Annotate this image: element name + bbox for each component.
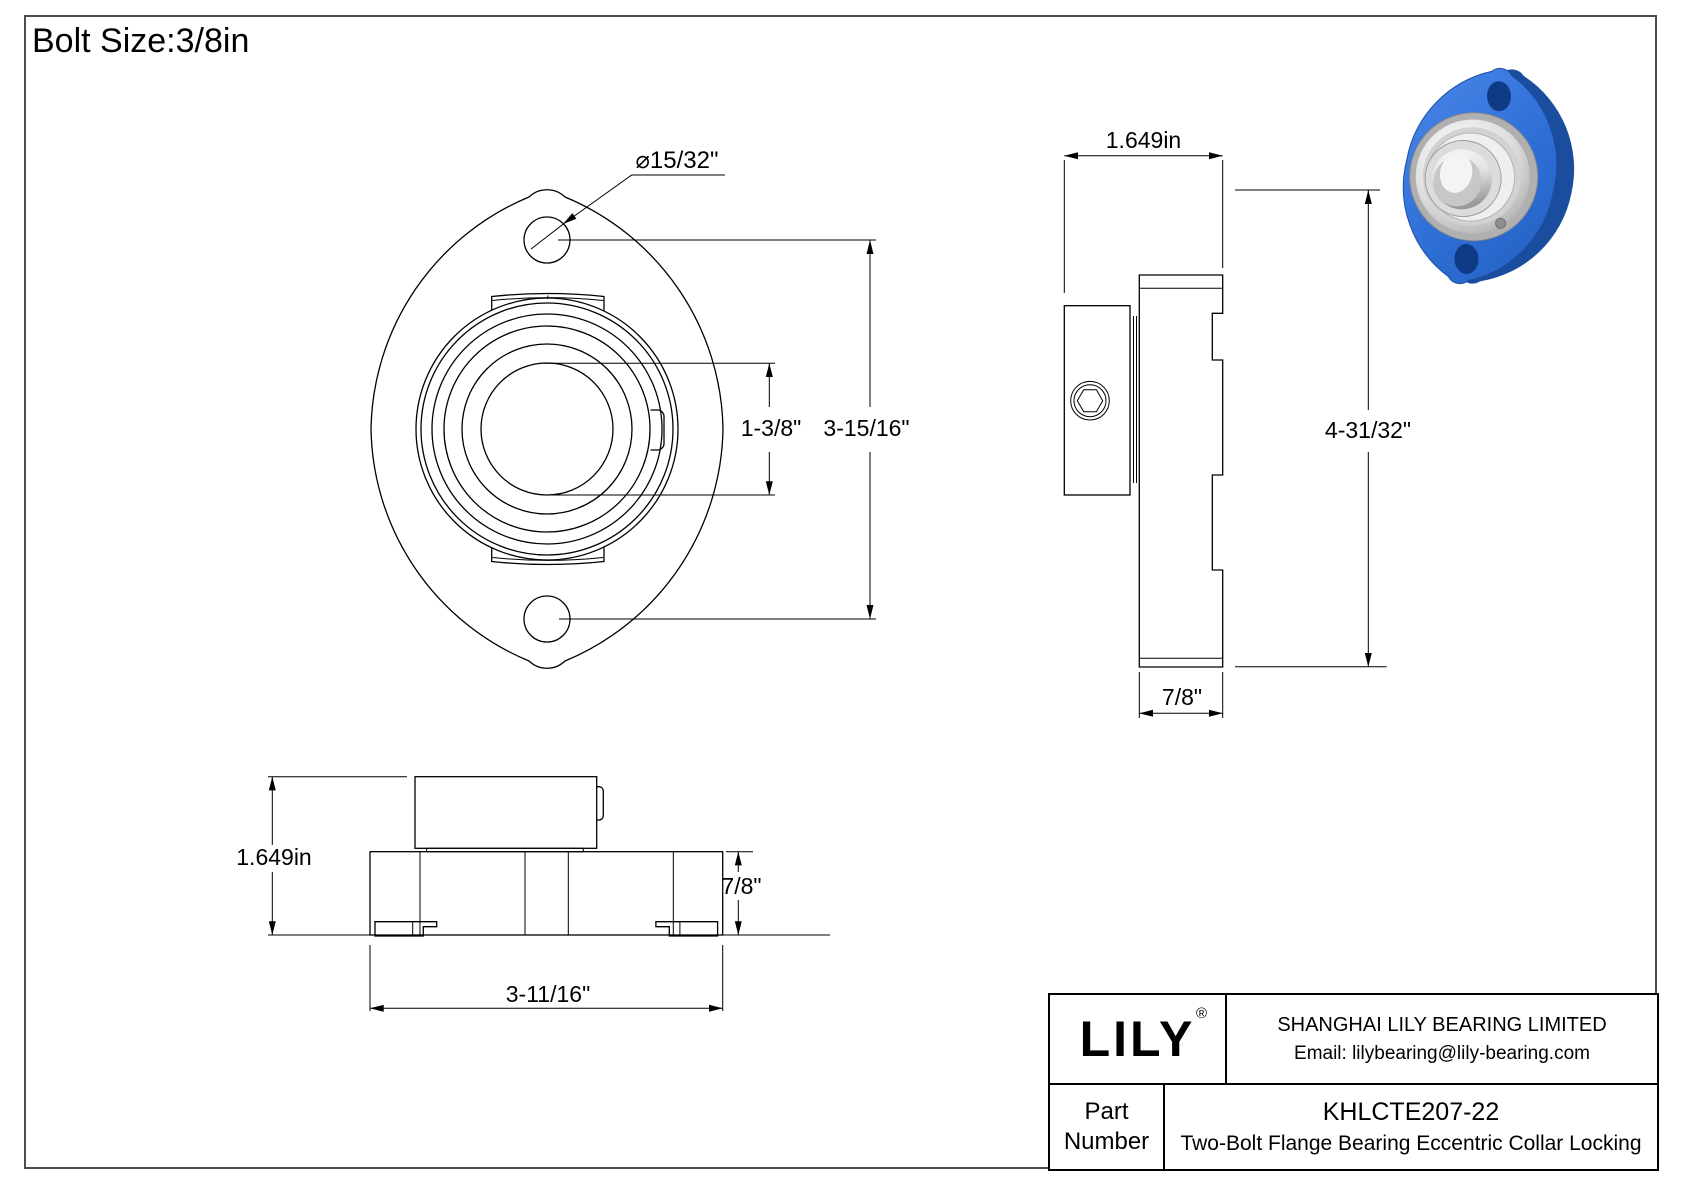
- render-set-screw: [1495, 217, 1507, 229]
- bottom-height-arrow-bottom: [268, 921, 276, 935]
- title-block: LILY ® SHANGHAI LILY BEARING LIMITED Ema…: [1048, 993, 1659, 1171]
- side-collar-block: [1063, 305, 1131, 496]
- part-number: KHLCTE207-22: [1322, 1098, 1500, 1127]
- flange-outline: [370, 189, 724, 669]
- company-email: Email: lilybearing@lily-bearing.com: [1294, 1042, 1590, 1064]
- bottom-foot-right: [655, 921, 719, 937]
- logo-cell: LILY ®: [1050, 995, 1227, 1083]
- bolt-spacing-label: 3-15/16": [823, 415, 909, 441]
- collar-tab-bottom: [491, 547, 605, 566]
- bolt-hole-dia-label: ⌀15/32": [635, 147, 718, 174]
- bottom-collar-tab: [596, 786, 604, 821]
- collar-tab-top: [491, 292, 605, 311]
- side-flange-label: 7/8": [1162, 684, 1202, 710]
- set-screw-outer: [1070, 380, 1110, 421]
- bottom-height-label: 1.649in: [236, 844, 311, 870]
- bore-dim-arrow-top: [765, 363, 773, 377]
- side-width-ext-lines: [1063, 160, 1224, 293]
- product-3d-render: [1402, 67, 1575, 285]
- company-name: SHANGHAI LILY BEARING LIMITED: [1277, 1013, 1607, 1036]
- side-width-arrow-left: [1064, 152, 1078, 160]
- side-flange-arrow-right: [1209, 709, 1223, 717]
- leader-arrowhead: [563, 213, 577, 224]
- bottom-length-arrow-left: [370, 1004, 384, 1012]
- render-bolt-hole-top: [1487, 81, 1512, 112]
- side-height-ext-lines: [1235, 189, 1387, 668]
- side-height-label: 4-31/32": [1325, 417, 1411, 443]
- bottom-flange-lobes: [419, 851, 674, 935]
- part-description: Two-Bolt Flange Bearing Eccentric Collar…: [1180, 1131, 1642, 1155]
- drawing-border: [24, 15, 1657, 1169]
- bottom-flange-base: [369, 851, 724, 936]
- bottom-height-arrow-top: [268, 776, 276, 791]
- side-width-label: 1.649in: [1106, 127, 1181, 153]
- bore-dia-label: 1-3/8": [741, 415, 802, 441]
- bottom-collar-block: [414, 776, 598, 849]
- collar-slot: [650, 409, 665, 451]
- side-body-outline: [1138, 274, 1224, 668]
- collar-tab-bottom-inner: [492, 557, 604, 561]
- side-height-arrow-bottom: [1364, 653, 1372, 667]
- side-flange-arrow-left: [1139, 709, 1153, 717]
- side-washer-lines: [1133, 316, 1137, 483]
- registered-trademark-icon: ®: [1195, 1005, 1207, 1022]
- part-number-label-cell: Part Number: [1050, 1085, 1165, 1169]
- bolt-size-label: Bolt Size:3/8in: [32, 22, 250, 60]
- part-label-line1: Part: [1084, 1098, 1129, 1125]
- bottom-thickness-arrow-bottom: [734, 921, 742, 935]
- company-logo: LILY: [1079, 1011, 1196, 1067]
- front-view: ⌀15/32" 1-3/8" 3-15/16": [370, 147, 910, 669]
- company-cell: SHANGHAI LILY BEARING LIMITED Email: lil…: [1227, 995, 1657, 1083]
- side-width-arrow-right: [1209, 152, 1223, 160]
- collar-circle: [443, 325, 651, 533]
- inner-ring-circle: [461, 343, 633, 515]
- part-number-value-cell: KHLCTE207-22 Two-Bolt Flange Bearing Ecc…: [1165, 1085, 1657, 1169]
- bottom-length-ext-lines: [369, 945, 724, 1011]
- spacing-dim-arrow-top: [866, 240, 874, 254]
- bottom-foot-left: [374, 921, 438, 937]
- bolt-hole-leader: [530, 174, 725, 250]
- bottom-view: 1.649in 3-11/16" 7/8": [236, 776, 830, 1012]
- render-bore-highlight: [1439, 153, 1473, 193]
- side-flange-ext-lines: [1138, 672, 1224, 718]
- bottom-thickness-arrow-top: [734, 851, 742, 866]
- bottom-length-label: 3-11/16": [506, 981, 590, 1007]
- bore-circle: [480, 362, 614, 496]
- bore-dim-ext-lines: [543, 362, 775, 496]
- part-label-line2: Number: [1063, 1128, 1150, 1155]
- bottom-thickness-label: 7/8": [721, 873, 761, 899]
- set-screw-inner: [1073, 384, 1107, 418]
- side-view: 1.649in 4-31/32" 7/8": [1063, 127, 1411, 718]
- bottom-length-arrow-right: [709, 1004, 723, 1012]
- insert-outer-circle: [420, 302, 674, 556]
- side-height-arrow-top: [1364, 190, 1372, 204]
- bore-dim-arrow-bottom: [765, 481, 773, 495]
- housing-bore-circle: [415, 297, 679, 561]
- spacing-dim-arrow-bottom: [866, 605, 874, 619]
- spacing-dim-ext-lines: [558, 239, 876, 620]
- set-screw-hex-socket: [1076, 389, 1104, 413]
- insert-ring-circle: [431, 313, 663, 545]
- render-bolt-hole-bottom: [1454, 243, 1479, 274]
